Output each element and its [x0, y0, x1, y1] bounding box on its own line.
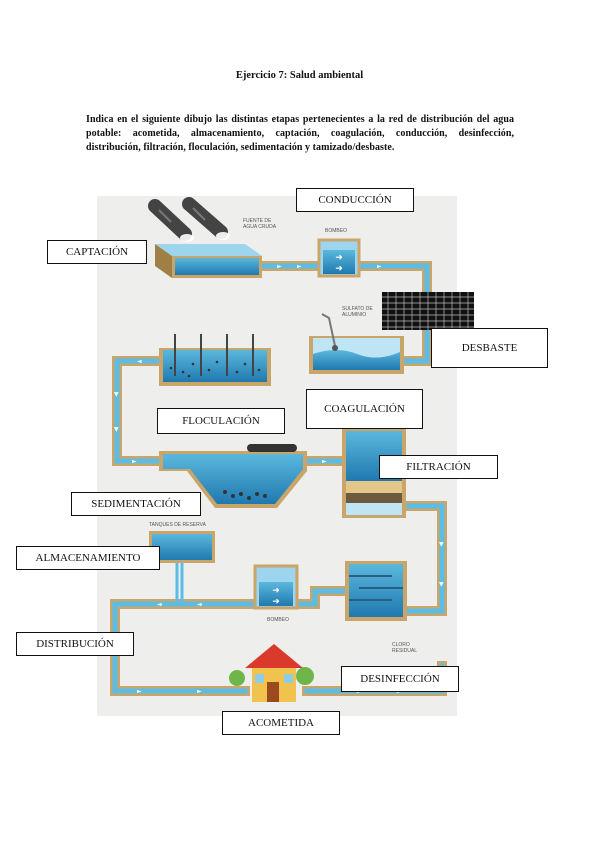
svg-text:◄: ◄: [157, 601, 162, 608]
label-captacion: CAPTACIÓN: [47, 240, 147, 264]
svg-text:▼: ▼: [114, 426, 119, 433]
svg-text:►: ►: [137, 688, 142, 695]
label-filtracion: FILTRACIÓN: [379, 455, 498, 479]
svg-text:▼: ▼: [114, 391, 119, 398]
svg-text:▼: ▼: [439, 541, 444, 548]
label-sedimentacion: SEDIMENTACIÓN: [71, 492, 201, 516]
caption-tanques: TANQUES DE RESERVA: [149, 522, 207, 528]
disinfection-tank: [345, 561, 407, 621]
coagulation-tank: [309, 313, 404, 374]
label-conduccion: CONDUCCIÓN: [296, 188, 414, 212]
label-acometida: ACOMETIDA: [222, 711, 340, 735]
label-coagulacion: COAGULACIÓN: [306, 389, 423, 429]
svg-text:➜: ➜: [272, 596, 280, 606]
label-floculacion: FLOCULACIÓN: [157, 408, 285, 434]
svg-text:◄: ◄: [197, 601, 202, 608]
svg-text:►: ►: [322, 458, 327, 465]
caption-bombeo-bottom: BOMBEO: [267, 617, 289, 623]
svg-text:►: ►: [197, 688, 202, 695]
svg-text:➜: ➜: [335, 263, 343, 273]
svg-text:◄: ◄: [137, 358, 142, 365]
svg-text:►: ►: [297, 263, 302, 270]
label-desinfeccion: DESINFECCIÓN: [341, 666, 459, 692]
pump-bottom: ➜ ➜: [253, 564, 299, 610]
label-distribucion: DISTRIBUCIÓN: [16, 632, 134, 656]
pump-top: ➜ ➜: [317, 238, 361, 278]
sedimentation-tank: [159, 444, 307, 508]
screen-grid-image: [382, 292, 474, 330]
label-desbaste: DESBASTE: [431, 328, 548, 368]
flocculation-tank: [159, 334, 271, 386]
instructions-text: Indica en el siguiente dibujo las distin…: [86, 114, 514, 153]
label-almacenamiento: ALMACENAMIENTO: [16, 546, 160, 570]
house-illustration: [229, 644, 314, 702]
svg-text:▼: ▼: [439, 581, 444, 588]
caption-bombeo-top: BOMBEO: [325, 228, 347, 234]
exercise-title: Ejercicio 7: Salud ambiental: [235, 70, 364, 81]
svg-text:►: ►: [132, 458, 137, 465]
svg-text:►: ►: [277, 263, 282, 270]
svg-text:➜: ➜: [335, 252, 343, 262]
reserve-tank: [149, 531, 215, 563]
svg-text:►: ►: [377, 263, 382, 270]
svg-text:➜: ➜: [272, 585, 280, 595]
source-tank: [148, 197, 262, 278]
